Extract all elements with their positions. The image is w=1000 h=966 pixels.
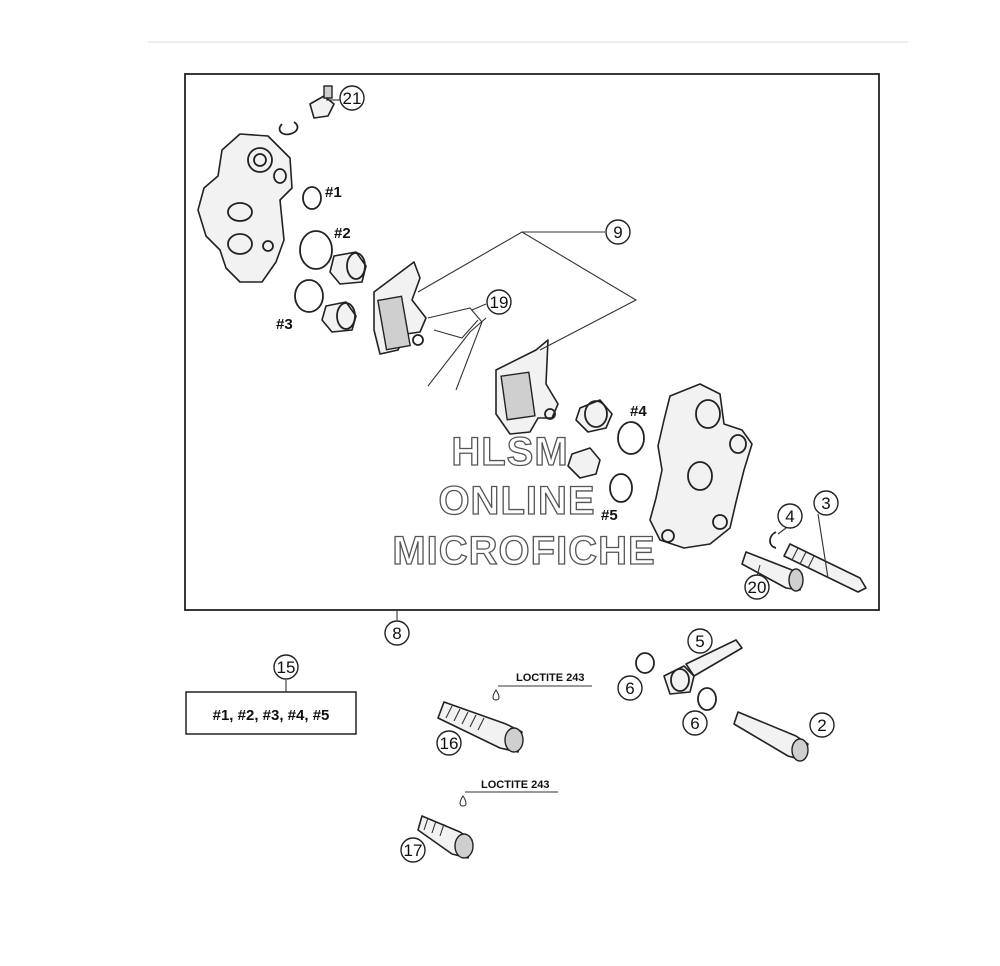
svg-text:6: 6	[690, 714, 699, 733]
washer-lower	[697, 687, 717, 711]
loctite-drop-upper	[492, 689, 500, 701]
svg-text:8: 8	[392, 624, 401, 643]
seal-2	[299, 230, 333, 270]
svg-text:21: 21	[343, 89, 362, 108]
svg-text:4: 4	[785, 507, 794, 526]
svg-text:5: 5	[695, 632, 704, 651]
seal-label-1: #1	[325, 184, 342, 201]
seal-kit-box: #1, #2, #3, #4, #5	[185, 691, 357, 735]
mounting-bolt-short	[417, 815, 474, 859]
callout-5: 5	[687, 628, 713, 654]
svg-text:20: 20	[748, 578, 767, 597]
seal-4	[617, 421, 645, 455]
callout-2: 2	[809, 712, 835, 738]
svg-text:ONLINE: ONLINE	[438, 479, 595, 523]
svg-text:HLSM: HLSM	[451, 430, 568, 474]
svg-text:17: 17	[404, 841, 423, 860]
banjo-bolt	[733, 711, 809, 762]
seal-label-4: #4	[630, 403, 647, 420]
seal-1	[302, 186, 322, 210]
seal-5	[609, 473, 633, 503]
caliper-pin	[783, 543, 867, 593]
seal-3	[294, 279, 324, 313]
svg-text:16: 16	[440, 734, 459, 753]
svg-text:3: 3	[821, 494, 830, 513]
mounting-bolt-long	[437, 701, 524, 753]
seal-label-5: #5	[601, 507, 618, 524]
washer-upper	[635, 652, 655, 674]
callout-17: 17	[400, 837, 426, 863]
svg-text:2: 2	[817, 716, 826, 735]
callout-20: 20	[744, 574, 770, 600]
piston-upper-left	[329, 251, 367, 285]
loctite-drop-lower	[459, 795, 467, 807]
svg-text:#1, #2, #3, #4, #5: #1, #2, #3, #4, #5	[213, 707, 330, 724]
caliper-bolt	[741, 551, 804, 592]
piston-lower-left	[321, 301, 357, 333]
piston-lower-right	[567, 447, 601, 479]
callout-21: 21	[339, 85, 365, 111]
svg-text:6: 6	[625, 679, 634, 698]
seal-label-2: #2	[334, 225, 351, 242]
svg-text:MICROFICHE: MICROFICHE	[392, 529, 655, 573]
brake-pad-left	[373, 261, 427, 355]
seal-label-3: #3	[276, 316, 293, 333]
callout-19: 19	[486, 289, 512, 315]
pad-spring	[427, 307, 487, 391]
callout-15: 15	[273, 654, 299, 680]
retaining-clip	[769, 531, 777, 549]
piston-upper-right	[575, 399, 613, 433]
bleed-nipple	[278, 85, 335, 136]
callout-4: 4	[777, 503, 803, 529]
caliper-assembly-frame	[184, 73, 880, 611]
loctite-label-lower: LOCTITE 243	[481, 779, 549, 791]
leader-lines	[285, 99, 829, 692]
callout-16: 16	[436, 730, 462, 756]
svg-text:9: 9	[613, 223, 622, 242]
svg-text:19: 19	[490, 293, 509, 312]
callout-3: 3	[813, 490, 839, 516]
caliper-left-half	[197, 133, 293, 283]
callout-8: 8	[384, 620, 410, 646]
callout-6-lower: 6	[682, 710, 708, 736]
brake-line-banjo	[663, 639, 743, 695]
svg-text:15: 15	[277, 658, 296, 677]
watermark: HLSM ONLINE MICROFICHE	[392, 429, 656, 573]
callout-6-upper: 6	[617, 675, 643, 701]
loctite-label-upper: LOCTITE 243	[516, 672, 584, 684]
brake-pad-right	[495, 339, 559, 435]
caliper-right-half	[649, 383, 753, 549]
callout-9: 9	[605, 219, 631, 245]
